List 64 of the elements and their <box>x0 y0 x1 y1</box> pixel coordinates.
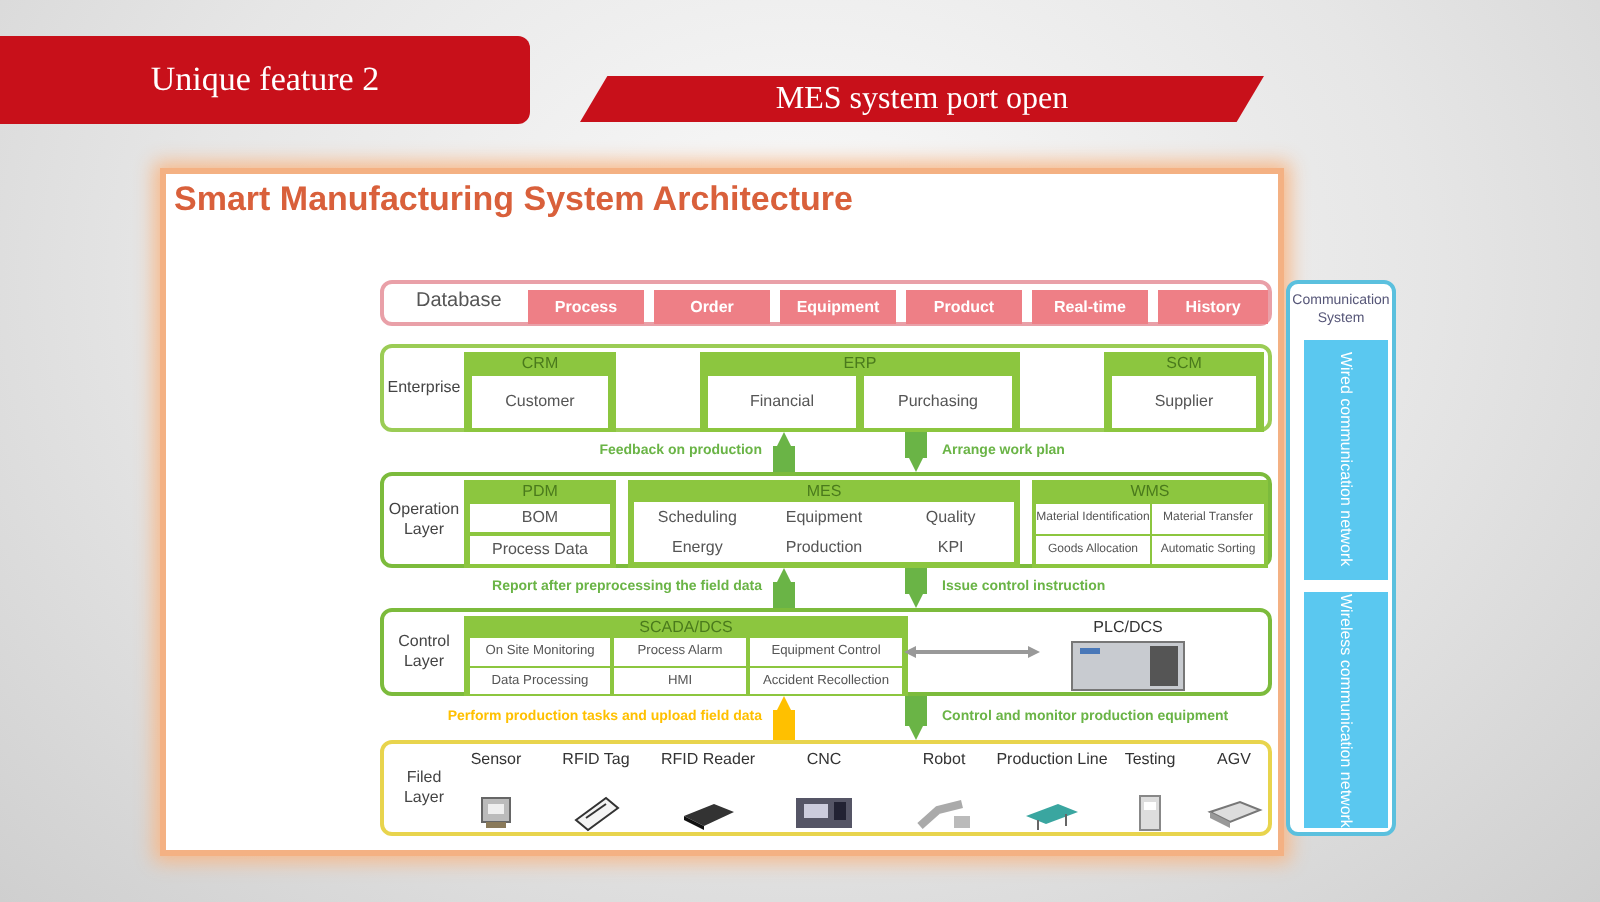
layer-panel <box>380 608 1272 696</box>
section-tab: Unique feature 2 <box>0 36 530 124</box>
module-panel <box>700 352 1020 432</box>
function-label: Equipment <box>785 508 863 526</box>
function-label: Production <box>785 538 863 556</box>
module-panel <box>464 352 616 432</box>
device-label: AGV <box>1215 750 1253 768</box>
function-box: Purchasing <box>864 376 1012 428</box>
function-label: Scheduling <box>657 508 737 526</box>
module-heading: ERP <box>841 352 879 374</box>
category-tag: Real-time <box>1032 290 1148 324</box>
device-label: RFID Tag <box>560 750 632 768</box>
layer-label: Operation Layer <box>386 500 462 540</box>
layer-panel <box>380 280 1272 326</box>
module-heading: WMS <box>1128 480 1172 502</box>
flow-arrow <box>773 696 795 740</box>
device-label: Sensor <box>468 750 524 768</box>
flow-arrow <box>773 432 795 472</box>
module-heading: MES <box>804 480 844 502</box>
device-label: Robot <box>920 750 968 768</box>
device-label: RFID Reader <box>658 750 758 768</box>
module-heading: PDM <box>520 480 560 502</box>
module-panel <box>464 480 616 568</box>
flow-arrow <box>905 432 927 472</box>
category-tag: History <box>1158 290 1268 324</box>
diagram-title: Smart Manufacturing System Architecture <box>174 180 853 220</box>
function-label: KPI <box>937 538 964 556</box>
network-band: Wireless communication network <box>1304 592 1388 828</box>
layer-label: Enterprise <box>386 378 462 398</box>
module-panel <box>628 480 1020 568</box>
layer-panel <box>380 740 1272 836</box>
device-label: CNC <box>804 750 844 768</box>
module-panel <box>1032 480 1268 568</box>
function-box: Customer <box>472 376 608 428</box>
module-heading: SCM <box>1164 352 1204 374</box>
flow-arrow <box>773 568 795 608</box>
device-label: Testing <box>1122 750 1178 768</box>
device-label: Production Line <box>996 750 1108 768</box>
layer-label: Control Layer <box>396 632 452 672</box>
function-label: Energy <box>671 538 723 556</box>
layer-panel <box>380 344 1272 432</box>
flow-arrow <box>905 568 927 608</box>
category-tag: Equipment <box>780 290 896 324</box>
panel-label: Database <box>416 290 502 312</box>
category-tag: Process <box>528 290 644 324</box>
function-box: Financial <box>708 376 856 428</box>
function-box: BOM <box>470 504 610 532</box>
layer-panel <box>380 472 1272 568</box>
flow-arrow <box>905 696 927 740</box>
flow-arrow <box>904 646 1040 658</box>
category-tag: Order <box>654 290 770 324</box>
module-panel <box>1104 352 1264 432</box>
network-band: Wired communication network <box>1304 340 1388 580</box>
function-box: Process Data <box>470 536 610 564</box>
module-panel <box>464 616 908 696</box>
function-label: Quality <box>925 508 976 526</box>
system-panel <box>1286 280 1396 836</box>
layer-label: Filed Layer <box>401 768 446 808</box>
module-heading: CRM <box>519 352 561 374</box>
module-heading: SCADA/DCS <box>637 616 735 638</box>
category-tag: Product <box>906 290 1022 324</box>
function-box: Supplier <box>1112 376 1256 428</box>
heading-banner: MES system port open <box>580 76 1264 122</box>
device-label: PLC/DCS <box>1091 618 1165 636</box>
